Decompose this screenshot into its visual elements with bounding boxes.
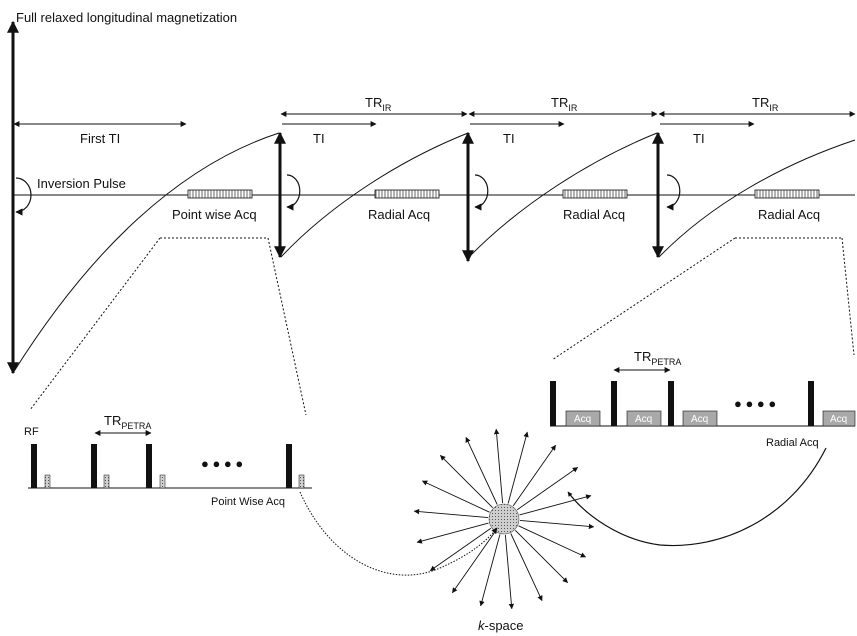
- single-point-sample: [159, 474, 166, 489]
- top-sequence: Full relaxed longitudinal magnetization …: [6, 10, 856, 416]
- acq-box: [822, 410, 856, 427]
- radial-acq-label-1: Radial Acq: [368, 207, 430, 222]
- k-space-spoke: [421, 480, 490, 513]
- inversion-pulse-curl-icon: [15, 177, 32, 216]
- ti-label-3: TI: [693, 131, 705, 146]
- k-space-spoke: [413, 508, 489, 519]
- k-space-diagram: [413, 428, 595, 610]
- tr-ir-label-1: TRIR: [365, 95, 392, 113]
- zoom-line-right-a: [551, 237, 736, 361]
- first-ti-label: First TI: [80, 131, 120, 146]
- rf-pulse-bar: [31, 444, 37, 488]
- rf-pulse-bar: [668, 381, 674, 426]
- k-space-spoke: [512, 444, 556, 507]
- k-space-spoke: [493, 428, 504, 504]
- curl-icon-1: [286, 174, 301, 211]
- radial-acq-label-2: Radial Acq: [563, 207, 625, 222]
- k-space-spoke: [452, 531, 496, 594]
- zoom-line-right-b: [841, 237, 855, 356]
- acq-box-label: Acq: [691, 414, 708, 425]
- k-space-spoke: [504, 534, 515, 610]
- acq-box-label: Acq: [830, 414, 847, 425]
- k-space-center-blob: [488, 503, 520, 535]
- rf-pulse-bar: [286, 444, 292, 488]
- k-space-spoke: [519, 494, 592, 516]
- ti-label-1: TI: [313, 131, 325, 146]
- point-wise-dots: ● ● ● ●: [201, 456, 243, 471]
- inversion-pulse-label: Inversion Pulse: [37, 176, 126, 191]
- radial-dots: ● ● ● ●: [734, 396, 776, 411]
- zoom-line-left-a: [29, 237, 161, 411]
- rf-pulse-bar: [611, 381, 617, 426]
- tr-ir-label-2: TRIR: [551, 95, 578, 113]
- k-space-label: k-space: [478, 618, 524, 633]
- k-space-spoke: [416, 522, 489, 544]
- point-wise-readout-block: [187, 189, 253, 199]
- single-point-sample: [298, 474, 305, 489]
- radial-acq-caption: Radial Acq: [766, 437, 819, 449]
- point-wise-acq-detail: RF TRPETRA ● ● ● ● Point Wise Acq: [24, 413, 312, 508]
- k-space-spoke: [510, 533, 543, 602]
- tr-petra-label-radial: TRPETRA: [634, 349, 681, 367]
- rf-pulse-bar: [808, 381, 814, 426]
- acq-box: [682, 410, 718, 427]
- k-space-spoke: [516, 467, 579, 511]
- radial-to-k-space-curve: [567, 447, 827, 547]
- single-point-sample: [44, 474, 51, 489]
- radial-acq-detail: Acq Acq Acq Acq TRPETRA ● ● ● ● Radial A…: [550, 349, 856, 449]
- recovery-curve-3: [468, 132, 658, 258]
- acq-box-label: Acq: [574, 414, 591, 425]
- ti-label-2: TI: [503, 131, 515, 146]
- k-space-spoke: [519, 519, 595, 530]
- point-wise-acq-label: Point wise Acq: [172, 207, 257, 222]
- zoom-line-left-b: [267, 237, 307, 416]
- full-relaxed-label: Full relaxed longitudinal magnetization: [16, 10, 237, 25]
- radial-readout-block-2: [562, 189, 628, 199]
- k-space-spoke: [514, 529, 568, 583]
- radial-acq-label-3: Radial Acq: [758, 207, 820, 222]
- recovery-curve-4: [658, 139, 856, 258]
- acq-box: [565, 410, 601, 427]
- rf-pulse-bar: [550, 381, 556, 426]
- single-point-sample: [103, 474, 110, 489]
- rf-pulse-bar: [146, 444, 152, 488]
- curl-icon-3: [666, 174, 681, 211]
- acq-box: [626, 410, 662, 427]
- recovery-curve-1: [12, 132, 280, 374]
- point-wise-acq-caption: Point Wise Acq: [211, 496, 285, 508]
- tr-petra-label-point: TRPETRA: [104, 413, 151, 431]
- k-space-spoke: [479, 534, 501, 607]
- radial-readout-block-1: [374, 189, 440, 199]
- k-space-spoke: [429, 527, 492, 571]
- curl-icon-2: [474, 174, 489, 211]
- rf-pulse-bar: [91, 444, 97, 488]
- point-wise-to-k-space-curve: [299, 491, 498, 576]
- k-space-spoke: [507, 431, 529, 504]
- rf-label: RF: [24, 426, 39, 438]
- acq-box-label: Acq: [635, 414, 652, 425]
- recovery-curve-2: [280, 132, 469, 258]
- k-space-spoke: [518, 525, 587, 558]
- tr-ir-label-3: TRIR: [752, 95, 779, 113]
- k-space-spoke: [465, 436, 498, 505]
- radial-readout-block-3: [754, 189, 820, 199]
- k-space-spoke: [440, 455, 494, 509]
